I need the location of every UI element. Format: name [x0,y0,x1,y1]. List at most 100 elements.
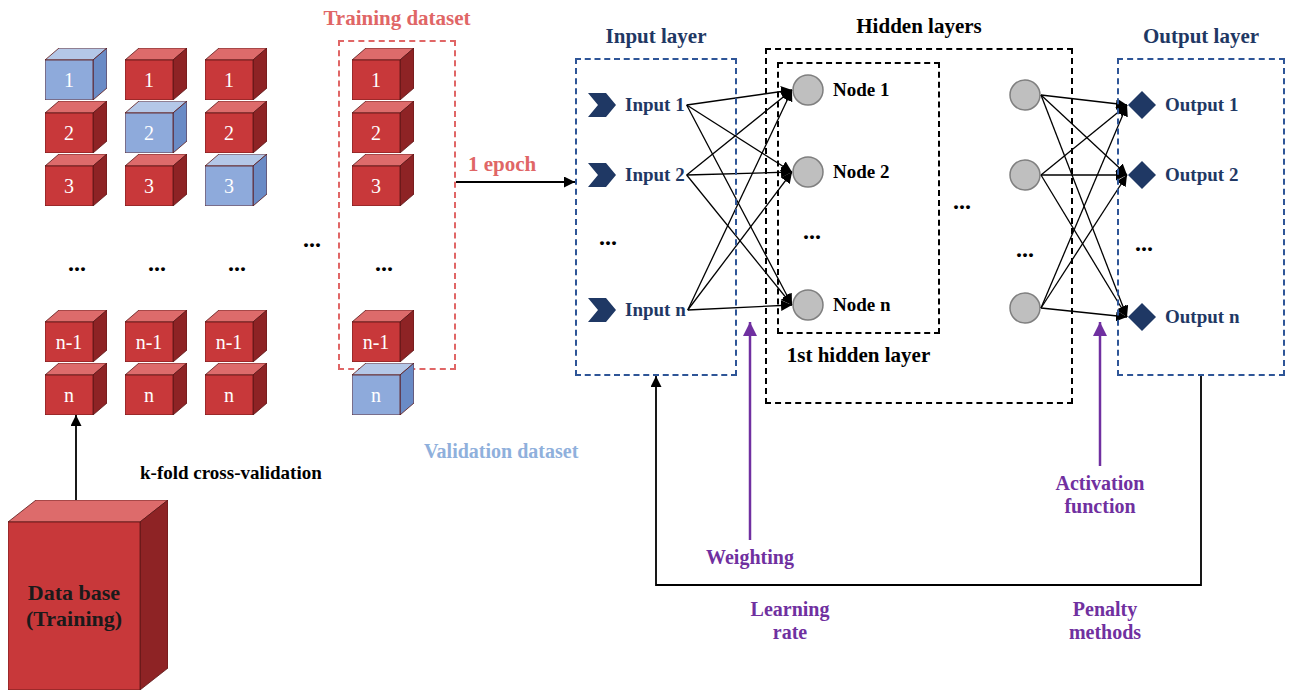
fold-number: n [144,384,154,407]
group-box: Training dataset123n-1 [338,40,456,370]
group-box: 1st hidden layerNode 1Node 2Node n [777,62,940,334]
output-icon [1128,161,1156,189]
annotation: Activation function [1035,472,1165,518]
connector [456,181,575,183]
neuron-label: Node 2 [833,161,889,183]
annotation: Validation dataset [424,440,624,463]
data-cube: n-1 [45,310,107,362]
fold-number: 3 [64,175,74,198]
cube-shape [352,363,414,415]
neuron-icon [792,156,824,188]
ellipsis: ... [1122,230,1166,258]
fold-number: 3 [144,175,154,198]
data-cube: 2 [125,101,187,153]
cube-shape [125,154,187,206]
fold-number: n-1 [216,331,243,354]
fold-number: 2 [371,122,381,145]
input-icon [588,93,616,117]
output-label: Output 1 [1165,94,1238,116]
fold-number: 1 [371,69,381,92]
activation-arrow [1099,322,1102,466]
neuron-node: Node n [792,289,891,321]
group-title: 1st hidden layer [787,343,931,367]
input-icon [588,298,616,322]
output-node: Output n [1128,302,1239,332]
ellipsis: ... [940,188,984,216]
cube-shape [352,48,414,100]
output-icon [1128,303,1156,331]
output-label: Output n [1165,306,1239,328]
hidden-neurons [1010,80,1040,323]
group-title: Training dataset [323,6,470,30]
neuron-label: Node 1 [833,79,889,101]
ellipsis: ... [359,250,409,278]
fold-number: n [371,384,381,407]
cube-shape [205,48,267,100]
neuron-icon [792,74,824,106]
fold-number: 1 [224,69,234,92]
connector [75,415,77,500]
fold-number: 2 [224,122,234,145]
cube-shape [352,101,414,153]
output-node: Output 1 [1128,90,1238,120]
cube-shape [125,101,187,153]
data-cube: 2 [45,101,107,153]
group-box: Output layerOutput 1Output 2Output n [1117,58,1285,376]
fold-number: 2 [144,122,154,145]
data-cube: 2 [352,101,414,153]
neuron-label: Node n [833,294,891,316]
data-cube: n-1 [125,310,187,362]
cube-shape [125,363,187,415]
data-cube: 1 [205,48,267,100]
input-node: Input 2 [588,160,685,190]
connector-label: k-fold cross-validation [140,462,322,484]
connector-label: 1 epoch [468,152,536,176]
ellipsis: ... [52,250,102,278]
data-cube: 2 [205,101,267,153]
fold-number: 2 [64,122,74,145]
data-cube: 3 [352,154,414,206]
group-title: Hidden layers [856,14,981,38]
ellipsis: ... [586,224,630,252]
annotation: Learning rate [735,598,845,644]
group-title: Output layer [1143,24,1259,48]
data-cube: 1 [125,48,187,100]
cube-shape [205,101,267,153]
data-cube: n [45,363,107,415]
fold-number: n-1 [363,331,390,354]
output-icon [1128,91,1156,119]
ellipsis: ... [790,218,834,246]
fold-number: 3 [224,175,234,198]
ellipsis: ... [132,250,182,278]
data-cube: n-1 [205,310,267,362]
input-icon [588,163,616,187]
data-cube: 3 [125,154,187,206]
cube-shape [205,154,267,206]
cube-shape [205,363,267,415]
cube-shape [45,48,107,100]
output-node: Output 2 [1128,160,1238,190]
neuron-icon [792,289,824,321]
ellipsis: ... [1003,236,1047,264]
data-cube: n [125,363,187,415]
input-label: Input 1 [625,94,685,116]
data-cube: 3 [205,154,267,206]
ellipsis: ... [212,250,262,278]
input-node: Input 1 [588,90,685,120]
ellipsis: ... [290,226,334,254]
fold-number: n-1 [56,331,83,354]
fold-number: 3 [371,175,381,198]
annotation: Weighting [680,546,820,569]
database-cube: Data base (Training) [8,500,168,690]
neuron-node: Node 2 [792,156,889,188]
fold-number: n-1 [136,331,163,354]
connector [656,376,1201,585]
input-label: Input n [625,299,686,321]
cube-shape [45,101,107,153]
fold-number: 1 [64,69,74,92]
data-cube: n-1 [352,310,414,362]
fold-number: 1 [144,69,154,92]
input-label: Input 2 [625,164,685,186]
cube-shape [45,363,107,415]
output-label: Output 2 [1165,164,1238,186]
